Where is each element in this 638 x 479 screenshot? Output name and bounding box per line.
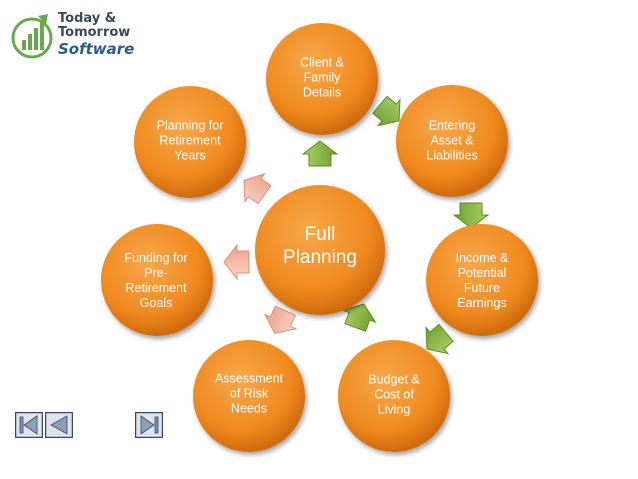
node-label-line: Goals: [139, 296, 173, 310]
node-label-line: Retirement: [159, 133, 221, 148]
node-label-line: Needs: [230, 401, 268, 416]
node-label-line: Future: [463, 281, 501, 295]
logo-line-2: Tomorrow: [58, 25, 131, 40]
node-label-line: Years: [174, 148, 206, 163]
center-circle: [255, 185, 385, 315]
center-label-line: Full: [304, 224, 336, 245]
node-funding-label: Funding for Pre- Retirement Goals: [124, 251, 187, 311]
node-client-circle: [266, 23, 378, 135]
center-label-line: Planning: [283, 247, 357, 268]
previous-slide-icon: [44, 411, 74, 439]
arrow-center-to-client: [302, 140, 338, 167]
node-budget-label: Budget & Cost of Living: [368, 373, 419, 418]
arrow-center-to-funding: [223, 244, 250, 280]
node-label-line: Details: [302, 85, 342, 100]
company-logo: Today & Tomorrow Software: [10, 10, 140, 62]
node-label-line: Assessment: [214, 371, 284, 386]
rising-bar-chart-icon: [11, 14, 53, 59]
logo-line-3: Software: [58, 40, 135, 58]
node-label-line: Earnings: [457, 296, 507, 310]
node-client-label: Client & Family Details: [300, 56, 344, 101]
node-label-line: Budget &: [368, 372, 420, 387]
node-budget-circle: [338, 340, 450, 452]
node-label-line: Pre-: [144, 266, 168, 280]
node-risk-label: Assessment of Risk Needs: [215, 372, 283, 417]
node-assets-circle: [396, 85, 508, 197]
node-label-line: Entering: [428, 118, 476, 133]
node-assets-label: Entering Asset & Liabilities: [426, 119, 477, 164]
logo-line-1: Today &: [58, 11, 117, 26]
node-planning-label: Planning for Retirement Years: [157, 119, 224, 164]
node-planning-circle: [134, 86, 246, 198]
arrow-center-to-planning: [233, 165, 275, 210]
node-income-label: Income & Potential Future Earnings: [456, 251, 509, 311]
previous-slide-button[interactable]: [44, 411, 74, 439]
center-label: Full Planning: [283, 223, 357, 269]
last-slide-button[interactable]: [134, 411, 164, 439]
node-label-line: Income &: [455, 251, 509, 265]
first-slide-icon: [14, 411, 44, 439]
node-label-line: Retirement: [125, 281, 187, 295]
node-label-line: Cost of: [374, 387, 414, 402]
node-label-line: Liabilities: [426, 148, 478, 163]
node-funding-circle: [101, 224, 213, 336]
node-label-line: Client &: [300, 55, 344, 70]
node-label-line: Funding for: [124, 251, 188, 265]
first-slide-button[interactable]: [14, 411, 44, 439]
node-label-line: of Risk: [229, 386, 269, 401]
node-risk-circle: [193, 340, 305, 452]
node-label-line: Family: [303, 70, 341, 85]
node-label-line: Living: [377, 402, 411, 417]
node-label-line: Potential: [457, 266, 507, 280]
last-slide-icon: [134, 411, 164, 439]
node-income-circle: [426, 224, 538, 336]
node-label-line: Asset &: [430, 133, 474, 148]
node-label-line: Planning for: [156, 118, 224, 133]
